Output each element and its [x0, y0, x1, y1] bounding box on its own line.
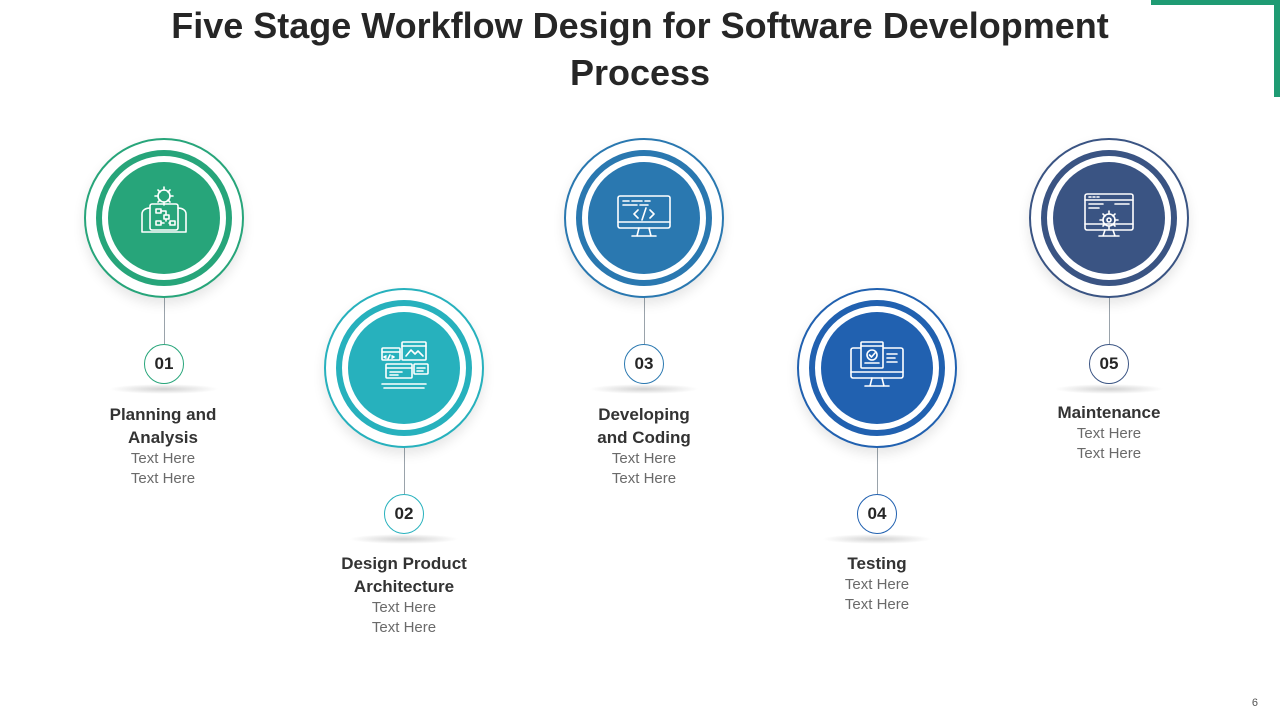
stage-circle-02[interactable] — [324, 288, 484, 448]
stage-circle-04[interactable] — [797, 288, 957, 448]
stage-description-05: Text Here Text Here — [1076, 425, 1142, 462]
connector-line-04 — [877, 448, 878, 494]
stage-number-badge-05: 05 — [1089, 344, 1129, 384]
stage-label-04: Testing Text Here Text Here — [777, 552, 977, 615]
badge-shadow-02 — [349, 534, 459, 544]
badge-shadow-05 — [1054, 384, 1164, 394]
stage-core-02 — [348, 312, 460, 424]
connector-line-02 — [404, 448, 405, 494]
page-number: 6 — [1251, 697, 1258, 709]
planning-gear-flowchart-icon — [132, 184, 196, 253]
stage-number-badge-04: 04 — [857, 494, 897, 534]
badge-shadow-01 — [109, 384, 219, 394]
stage-title-01: Planning and Analysis — [109, 405, 217, 447]
corner-accent-bar-side — [1274, 0, 1280, 97]
stage-description-01: Text Here Text Here — [130, 450, 196, 487]
stage-description-02: Text Here Text Here — [371, 599, 437, 636]
corner-accent-bar-top — [1151, 0, 1280, 5]
stage-core-04 — [821, 312, 933, 424]
stage-label-02: Design Product Architecture Text Here Te… — [304, 552, 504, 638]
stage-circle-03[interactable] — [564, 138, 724, 298]
stage-core-05 — [1053, 162, 1165, 274]
connector-line-01 — [164, 298, 165, 344]
stage-number-badge-02: 02 — [384, 494, 424, 534]
monitor-checkmark-icon — [845, 334, 909, 403]
stage-title-04: Testing — [847, 554, 907, 573]
stage-title-03: Developing and Coding — [597, 405, 691, 447]
stage-description-04: Text Here Text Here — [844, 576, 910, 613]
stage-label-01: Planning and Analysis Text Here Text Her… — [63, 403, 263, 489]
monitor-gear-icon — [1077, 184, 1141, 253]
badge-shadow-04 — [822, 534, 932, 544]
stage-title-05: Maintenance — [1057, 403, 1161, 422]
connector-line-03 — [644, 298, 645, 344]
connector-line-05 — [1109, 298, 1110, 344]
stage-core-01 — [108, 162, 220, 274]
monitor-code-icon — [612, 184, 676, 253]
stage-number-badge-03: 03 — [624, 344, 664, 384]
stage-description-03: Text Here Text Here — [611, 450, 677, 487]
stage-circle-01[interactable] — [84, 138, 244, 298]
page-title: Five Stage Workflow Design for Software … — [171, 5, 1109, 93]
stage-number-badge-01: 01 — [144, 344, 184, 384]
stage-label-03: Developing and Coding Text Here Text Her… — [544, 403, 744, 489]
stage-label-05: Maintenance Text Here Text Here — [1009, 401, 1209, 464]
badge-shadow-03 — [589, 384, 699, 394]
stage-title-02: Design Product Architecture — [341, 554, 467, 596]
design-windows-layout-icon — [372, 334, 436, 403]
stage-circle-05[interactable] — [1029, 138, 1189, 298]
stage-core-03 — [588, 162, 700, 274]
